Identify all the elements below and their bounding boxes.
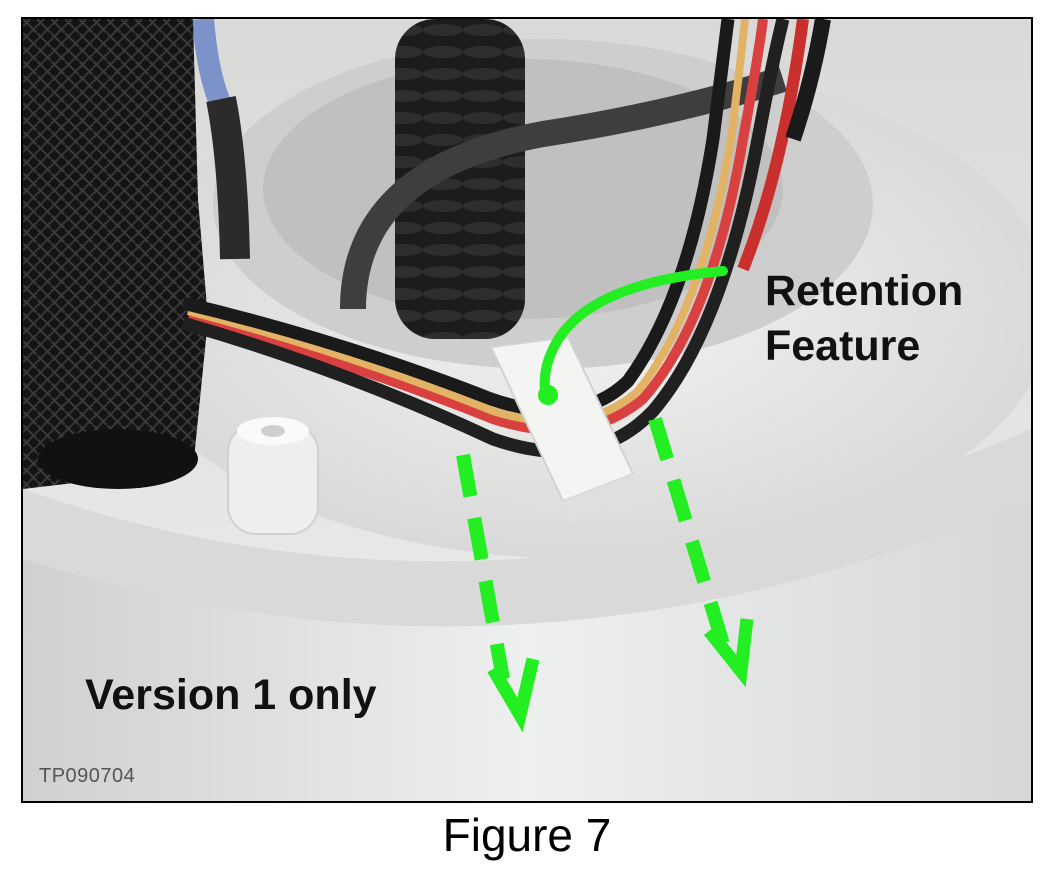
braided-sleeve <box>23 19 208 489</box>
callout-line-1: Retention <box>765 267 964 315</box>
gray-wire <box>340 66 787 310</box>
red-wire <box>186 19 768 436</box>
sleeve-base <box>38 429 198 489</box>
retention-feature-side <box>563 474 635 524</box>
yellow-wire <box>187 19 749 426</box>
dashed-arrow-left <box>456 453 510 681</box>
retention-feature-label: Retention Feature <box>765 264 1031 374</box>
white-post-hole <box>261 425 285 437</box>
blue-wire-sleeve <box>206 96 250 260</box>
callout-line-2: Feature <box>765 322 921 370</box>
pump-body <box>23 489 1031 801</box>
photo-id: TP090704 <box>39 765 136 787</box>
callout-arrow-dot <box>538 385 558 405</box>
pump-rim <box>23 429 1031 627</box>
black-wire-1 <box>181 19 735 418</box>
red-wire-2 <box>737 19 809 272</box>
corrugated-hose <box>395 19 525 339</box>
callout-arrow <box>539 266 728 396</box>
figure-photo: Retention Feature Version 1 only TP09070… <box>21 17 1033 803</box>
dashed-arrow-right <box>648 416 730 647</box>
dashed-arrow-left-head <box>487 657 540 733</box>
black-wire-3 <box>785 19 831 142</box>
version-note: Version 1 only <box>85 671 377 719</box>
fuel-pump-photo-illustration <box>23 19 1031 801</box>
dashed-arrow-right-head <box>703 618 754 688</box>
figure-caption: Figure 7 <box>442 809 612 861</box>
black-wire-2 <box>181 19 790 458</box>
